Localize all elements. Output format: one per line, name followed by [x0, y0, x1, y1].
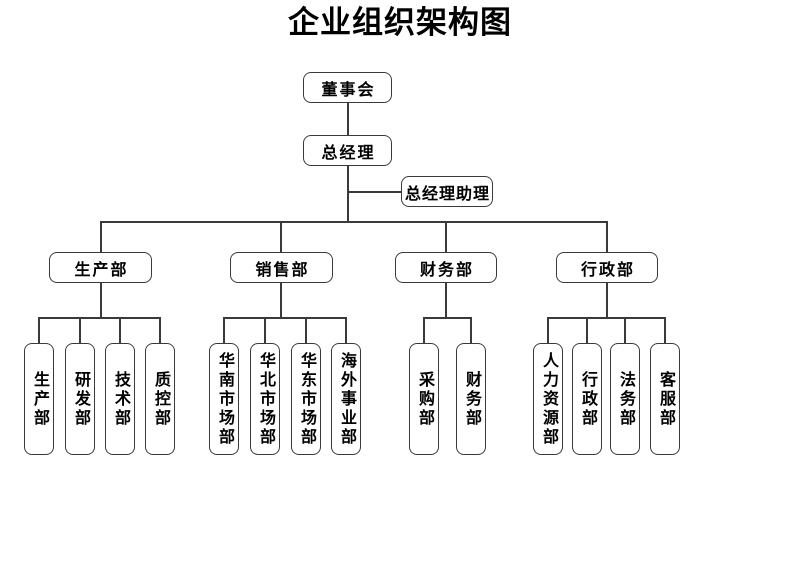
connector-line — [79, 317, 81, 343]
connector-line — [664, 317, 666, 343]
connector-line — [223, 317, 225, 343]
node-leaf-finance: 财务部 — [456, 343, 486, 455]
leaf-label: 生产部 — [31, 370, 48, 428]
connector-line — [470, 317, 472, 343]
connector-line — [264, 317, 266, 343]
node-gm-assistant: 总经理助理 — [401, 176, 493, 207]
connector-line — [423, 317, 425, 343]
node-dept-production: 生产部 — [49, 252, 152, 283]
connector-line — [445, 283, 447, 318]
node-dept-admin: 行政部 — [556, 252, 658, 283]
leaf-label: 技术部 — [112, 370, 129, 428]
connector-line — [347, 191, 402, 193]
node-leaf-north-china-market: 华北市场部 — [250, 343, 280, 455]
connector-line — [547, 317, 549, 343]
node-leaf-procurement: 采购部 — [409, 343, 439, 455]
connector-line — [223, 317, 346, 319]
connector-line — [38, 317, 160, 319]
connector-line — [445, 221, 447, 252]
node-leaf-human-resources: 人力资源部 — [533, 343, 563, 455]
leaf-label: 客服部 — [657, 370, 674, 428]
leaf-label: 财务部 — [463, 370, 480, 428]
connector-line — [624, 317, 626, 343]
connector-line — [100, 283, 102, 318]
node-leaf-customer-service: 客服部 — [650, 343, 680, 455]
node-leaf-technology: 技术部 — [105, 343, 135, 455]
connector-line — [586, 317, 588, 343]
node-leaf-south-china-market: 华南市场部 — [209, 343, 239, 455]
node-dept-sales: 销售部 — [230, 252, 333, 283]
node-leaf-east-china-market: 华东市场部 — [291, 343, 321, 455]
connector-line — [280, 221, 282, 252]
node-leaf-administration: 行政部 — [572, 343, 602, 455]
connector-line — [547, 317, 666, 319]
connector-line — [345, 317, 347, 343]
node-leaf-rnd: 研发部 — [65, 343, 95, 455]
node-leaf-overseas-business: 海外事业部 — [331, 343, 361, 455]
node-dept-finance: 财务部 — [395, 252, 497, 283]
node-board: 董事会 — [303, 72, 392, 103]
connector-line — [159, 317, 161, 343]
leaf-label: 法务部 — [617, 370, 634, 428]
node-leaf-production: 生产部 — [24, 343, 54, 455]
connector-line — [119, 317, 121, 343]
connector-line — [347, 166, 349, 222]
node-general-manager: 总经理 — [303, 135, 392, 166]
leaf-label: 华北市场部 — [257, 351, 274, 447]
leaf-label: 海外事业部 — [338, 351, 355, 447]
node-leaf-quality-control: 质控部 — [145, 343, 175, 455]
connector-line — [347, 103, 349, 135]
connector-line — [305, 317, 307, 343]
leaf-label: 人力资源部 — [540, 351, 557, 447]
page-title: 企业组织架构图 — [288, 5, 512, 40]
leaf-label: 质控部 — [152, 370, 169, 428]
leaf-label: 采购部 — [416, 370, 433, 428]
connector-line — [38, 317, 40, 343]
connector-line — [606, 283, 608, 318]
connector-line — [280, 283, 282, 318]
connector-line — [100, 221, 607, 223]
leaf-label: 行政部 — [579, 370, 596, 428]
leaf-label: 研发部 — [72, 370, 89, 428]
connector-line — [423, 317, 471, 319]
leaf-label: 华东市场部 — [298, 351, 315, 447]
node-leaf-legal: 法务部 — [610, 343, 640, 455]
connector-line — [606, 221, 608, 252]
leaf-label: 华南市场部 — [216, 351, 233, 447]
connector-line — [100, 221, 102, 252]
